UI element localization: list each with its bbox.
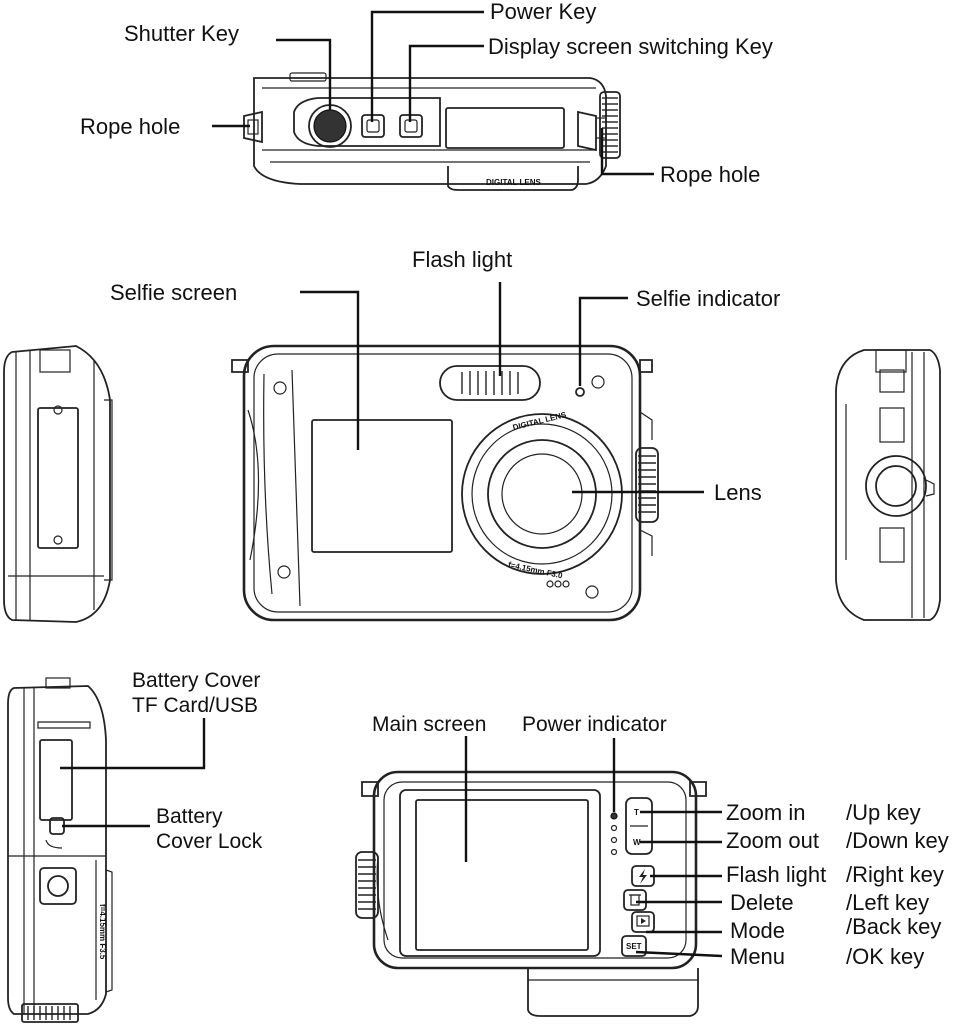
label-display-switch-key: Display screen switching Key <box>488 34 773 59</box>
label-right-key: /Right key <box>846 862 944 887</box>
leader-rope-hole-right <box>600 128 654 176</box>
camera-left-side-bottom-view: f=4.15mm F3.5 <box>7 677 113 1023</box>
label-power-indicator: Power indicator <box>522 713 667 736</box>
label-up-key: /Up key <box>846 800 921 825</box>
button-set-engraving: SET <box>626 942 642 951</box>
camera-top-view: DIGITAL LENS <box>243 72 621 191</box>
label-down-key: /Down key <box>846 828 949 853</box>
label-rope-hole-right: Rope hole <box>660 162 760 187</box>
label-shutter-key: Shutter Key <box>124 21 239 46</box>
zoom-dial-bottom <box>21 1003 79 1023</box>
digital-lens-engraving-top: DIGITAL LENS <box>486 178 541 187</box>
label-battery-cover: Battery Cover <box>132 669 260 692</box>
label-power-key: Power Key <box>490 0 596 24</box>
camera-front-view: DIGITAL LENS f=4.15mm F3.0 <box>231 344 659 622</box>
leader-selfie-screen <box>300 290 360 450</box>
label-left-key: /Left key <box>846 890 929 915</box>
lens-part <box>461 413 623 575</box>
label-rope-hole-left: Rope hole <box>80 114 180 139</box>
lightning-icon <box>639 869 647 884</box>
label-menu: Menu <box>730 944 785 969</box>
leader-power-key <box>370 10 484 122</box>
label-selfie-indicator: Selfie indicator <box>636 286 780 311</box>
set-button-part <box>621 935 647 957</box>
label-lens: Lens <box>714 480 762 505</box>
label-delete: Delete <box>730 890 794 915</box>
trash-icon <box>629 894 641 906</box>
selfie-indicator-part <box>575 387 585 397</box>
camera-left-side-view <box>3 345 113 623</box>
zoom-dial-top <box>599 91 621 159</box>
label-zoom-out: Zoom out <box>726 828 819 853</box>
zoom-dial-front <box>635 447 659 523</box>
label-cover-lock: Cover Lock <box>156 830 263 853</box>
main-screen-part <box>415 799 589 951</box>
delete-button-part <box>623 889 647 911</box>
label-tf-card-usb: TF Card/USB <box>132 694 258 717</box>
label-mode: Mode <box>730 918 785 943</box>
camera-back-view: T W SET <box>355 770 707 1017</box>
leader-battery-cover <box>60 718 206 770</box>
label-battery: Battery <box>156 805 223 828</box>
flash-light-part <box>439 365 541 401</box>
power-indicator-part <box>610 812 618 820</box>
playback-icon <box>636 915 650 927</box>
button-t-engraving: T <box>634 808 639 817</box>
mode-button-part <box>631 911 655 933</box>
label-back-key: /Back key <box>846 914 941 939</box>
label-flash-light-back: Flash light <box>726 862 826 887</box>
label-ok-key: /OK key <box>846 944 924 969</box>
leader-display-switch-key <box>408 44 484 122</box>
leader-menu <box>635 950 723 958</box>
label-selfie-screen: Selfie screen <box>110 280 237 305</box>
label-zoom-in: Zoom in <box>726 800 805 825</box>
zoom-dial-back <box>355 851 379 919</box>
zoom-rocker-part <box>625 797 653 855</box>
label-flash-light-front: Flash light <box>412 247 512 272</box>
camera-right-side-view <box>835 349 941 621</box>
battery-cover-part <box>39 739 73 821</box>
selfie-screen-part <box>311 419 453 553</box>
button-w-engraving: W <box>633 838 641 847</box>
leader-shutter-key <box>276 38 332 110</box>
label-main-screen: Main screen <box>372 713 486 736</box>
lens-spec-engraving-side: f=4.15mm F3.5 <box>98 904 107 960</box>
leader-selfie-indicator <box>578 296 628 386</box>
